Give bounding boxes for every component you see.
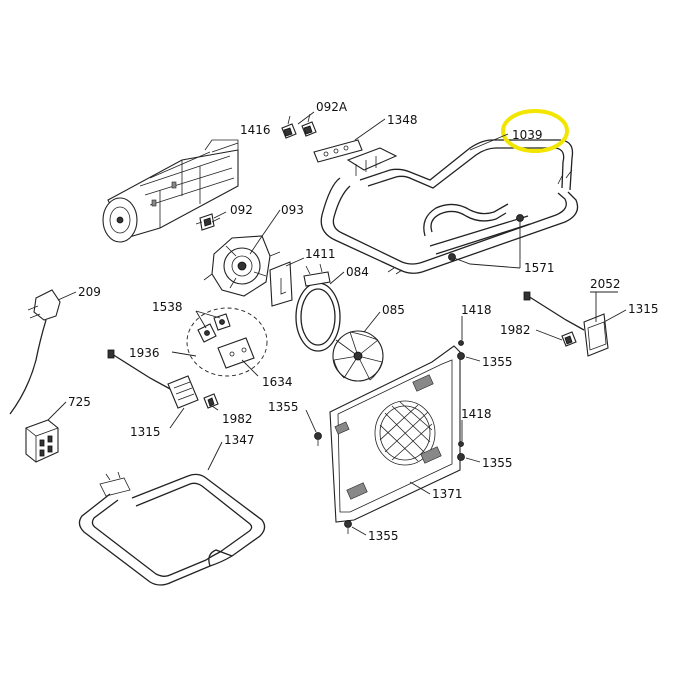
leader-1936 xyxy=(171,351,197,357)
label-093: 093 xyxy=(281,203,304,217)
label-1982-left: 1982 xyxy=(222,412,253,426)
part-1347-bottom-element xyxy=(78,471,266,586)
leader-085 xyxy=(363,311,381,333)
part-084-ring-element xyxy=(295,263,341,352)
leader-1982-right xyxy=(535,329,563,341)
label-1416: 1416 xyxy=(240,123,271,137)
leader-1039 xyxy=(469,133,509,151)
leader-093 xyxy=(257,209,281,243)
part-1418-screw-top xyxy=(457,340,465,360)
part-209-power-cable xyxy=(9,289,61,415)
leader-1371 xyxy=(409,481,431,495)
leader-1355-bottom2 xyxy=(351,526,367,536)
leader-092a xyxy=(297,111,315,125)
label-1411: 1411 xyxy=(305,247,336,261)
leader-092 xyxy=(213,211,227,219)
leader-725 xyxy=(47,401,67,421)
leader-1348 xyxy=(354,118,386,141)
leader-1634 xyxy=(241,359,259,377)
leader-1355-bottom xyxy=(465,457,481,463)
part-1418-screw-bottom xyxy=(457,441,465,461)
leader-1355-top xyxy=(465,356,481,362)
label-084: 084 xyxy=(346,265,369,279)
highlight-1039 xyxy=(501,109,569,153)
part-1355-screw-left xyxy=(314,432,322,446)
part-1315-sensor-left xyxy=(107,349,199,409)
part-1982-connector-left xyxy=(203,393,219,409)
leader-1982-left xyxy=(211,405,219,411)
label-1371: 1371 xyxy=(432,487,463,501)
leader-1315-left xyxy=(169,407,185,429)
sub-assembly-outline xyxy=(186,307,268,377)
label-1418-bottom: 1418 xyxy=(461,407,492,421)
part-1371-rear-panel xyxy=(329,345,461,523)
part-1039-grill-element xyxy=(320,139,579,275)
label-1982-right: 1982 xyxy=(500,323,531,337)
label-1418-top: 1418 xyxy=(461,303,492,317)
part-725-terminal-block xyxy=(25,419,59,463)
label-092a: 092A xyxy=(316,100,348,114)
label-1355-top: 1355 xyxy=(482,355,513,369)
part-1982-connector-right xyxy=(561,331,577,347)
part-1538-switches xyxy=(197,313,231,343)
label-1538: 1538 xyxy=(152,300,183,314)
part-1355-screw-bottom xyxy=(344,520,352,534)
label-1315-left: 1315 xyxy=(130,425,161,439)
part-085-fan-blade xyxy=(332,330,384,382)
label-1571: 1571 xyxy=(524,261,555,275)
label-092: 092 xyxy=(230,203,253,217)
label-209: 209 xyxy=(78,285,101,299)
label-1347: 1347 xyxy=(224,433,255,447)
label-1348: 1348 xyxy=(387,113,418,127)
leader-1355-left xyxy=(305,409,317,433)
label-1315-right: 1315 xyxy=(628,302,659,316)
label-1039: 1039 xyxy=(512,128,543,142)
label-2052: 2052 xyxy=(590,277,621,291)
part-1348-terminal-plate xyxy=(313,139,398,176)
part-1634-plate xyxy=(217,337,255,369)
part-092a-clips xyxy=(281,113,317,139)
leader-1347 xyxy=(207,441,223,471)
label-725: 725 xyxy=(68,395,91,409)
label-1355-bottom: 1355 xyxy=(482,456,513,470)
leader-1315-right xyxy=(603,309,627,323)
part-093-fan-motor xyxy=(203,235,281,297)
label-085: 085 xyxy=(382,303,405,317)
leader-1538-a xyxy=(195,310,207,329)
leader-1411 xyxy=(285,257,305,267)
label-1634: 1634 xyxy=(262,375,293,389)
leader-1416 xyxy=(211,142,239,153)
leader-209 xyxy=(57,291,77,301)
part-092-thermostat xyxy=(195,213,221,231)
part-1315-sensor-right xyxy=(523,291,609,357)
label-1355-left: 1355 xyxy=(268,400,299,414)
leader-084 xyxy=(329,271,345,285)
leader-1571-a xyxy=(453,257,521,269)
label-1936: 1936 xyxy=(129,346,160,360)
label-1355-bottom2: 1355 xyxy=(368,529,399,543)
part-1416-fan-housing xyxy=(102,139,239,243)
part-1411-bracket xyxy=(269,261,293,307)
leader-1538-b xyxy=(195,310,221,319)
